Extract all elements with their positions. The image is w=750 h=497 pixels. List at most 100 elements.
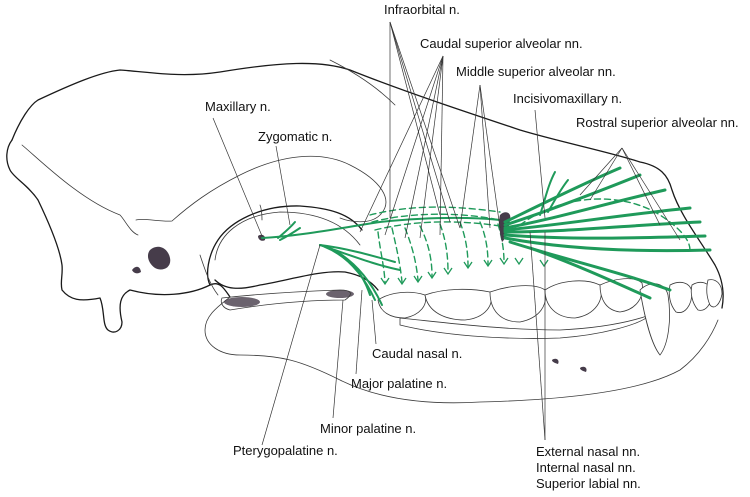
skull-outline xyxy=(6,59,724,404)
label-pterygopalatine: Pterygopalatine n. xyxy=(233,443,338,458)
nerve-alveolar-down-3 xyxy=(404,227,419,281)
cranium-inner-line xyxy=(21,144,139,236)
nerves xyxy=(261,166,712,306)
label-internal-nasal: Internal nasal nn. xyxy=(536,460,636,475)
leader-middle-sup-alv-2 xyxy=(479,84,491,229)
tooth-premolar-3 xyxy=(544,280,602,319)
label-caudal-superior-alveolar: Caudal superior alveolar nn. xyxy=(420,36,583,51)
nerve-rostral-fan-8 xyxy=(508,240,672,292)
tooth-molar-2 xyxy=(424,288,492,321)
arrowhead xyxy=(499,257,509,266)
arrowhead xyxy=(514,257,524,266)
tooth-incisor-1 xyxy=(668,281,693,313)
arrowhead xyxy=(463,261,473,270)
nerve-rostral-fan-10 xyxy=(539,171,556,216)
label-maxillary: Maxillary n. xyxy=(205,99,271,114)
nerve-alveolar-down-5 xyxy=(439,223,449,273)
tooth-incisor-3 xyxy=(706,279,723,308)
nerve-rostral-fan-4 xyxy=(503,206,692,232)
nerve-rostral-fan-5 xyxy=(503,220,702,234)
leader-maxillary xyxy=(212,117,263,237)
arrowhead xyxy=(427,271,437,280)
nerve-infraorbital-dash-1 xyxy=(369,206,501,216)
arrowhead xyxy=(539,259,549,268)
arrowhead xyxy=(483,259,493,268)
leader-infraorbital-2 xyxy=(389,21,441,216)
teeth xyxy=(377,278,723,356)
nerve-pterygopalatine-4 xyxy=(319,244,396,263)
nerve-alveolar-down-4 xyxy=(419,225,433,277)
leader-middle-sup-alv-1 xyxy=(459,84,481,229)
tooth-premolar-2 xyxy=(599,278,643,313)
nerve-pterygopalatine-5 xyxy=(319,244,401,271)
leader-incisivomaxillary xyxy=(534,109,546,219)
palate-line xyxy=(214,271,379,291)
leader-rostral-sup-alv-4 xyxy=(621,147,681,241)
skull-occipital xyxy=(6,139,231,333)
nerve-zygomatic-2 xyxy=(279,227,301,241)
label-zygomatic: Zygomatic n. xyxy=(258,129,332,144)
nasal-line xyxy=(329,59,396,106)
leader-middle-sup-alv-3 xyxy=(479,84,501,229)
nerve-rostral-fan-9 xyxy=(528,246,652,300)
nerve-alveolar-down-6 xyxy=(459,221,469,267)
nerve-alveolar-down-7 xyxy=(479,221,489,265)
tooth-molar-1 xyxy=(377,291,427,319)
incisive-marking-2 xyxy=(580,366,587,372)
leader-caudal-sup-alv-3 xyxy=(404,55,444,239)
arrowhead xyxy=(397,277,407,286)
leader-nasal-labial-1 xyxy=(529,231,546,441)
leader-minor-palatine xyxy=(332,299,344,419)
orbit-rim xyxy=(214,211,361,261)
label-incisivomaxillary: Incisivomaxillary n. xyxy=(513,91,622,106)
labels: Infraorbital n. Caudal superior alveolar… xyxy=(205,2,739,491)
label-major-palatine: Major palatine n. xyxy=(351,376,447,391)
nerve-rostral-fan-7 xyxy=(503,236,712,253)
nerve-zygomatic xyxy=(277,221,296,239)
palatine-foramen-rostral xyxy=(326,290,354,298)
leader-caudal-sup-alv-1 xyxy=(359,55,444,233)
tooth-premolar-4 xyxy=(489,285,547,323)
leader-caudal-sup-alv-2 xyxy=(384,55,444,236)
alveolar-arrowheads xyxy=(380,257,549,286)
palatine-bar xyxy=(220,289,351,311)
label-middle-superior-alveolar: Middle superior alveolar nn. xyxy=(456,64,616,79)
label-minor-palatine: Minor palatine n. xyxy=(320,421,416,436)
leader-caudal-sup-alv-4 xyxy=(419,55,444,239)
leader-infraorbital-3 xyxy=(389,21,451,223)
mandible xyxy=(204,296,719,404)
arrowhead xyxy=(380,277,390,286)
label-infraorbital: Infraorbital n. xyxy=(384,2,460,17)
leader-pterygopalatine xyxy=(261,244,321,446)
leader-zygomatic xyxy=(275,145,291,226)
label-superior-labial: Superior labial nn. xyxy=(536,476,641,491)
nerve-infraorbital-dash-2 xyxy=(371,213,501,223)
leader-infraorbital-4 xyxy=(389,21,461,229)
nerve-alveolar-down-8 xyxy=(497,223,505,263)
foramina xyxy=(132,234,587,372)
nerve-infraorbital-dash-3 xyxy=(374,221,501,231)
arrowhead xyxy=(413,275,423,284)
nerve-alveolar-down-1 xyxy=(377,231,386,283)
palatine-foramen-caudal xyxy=(224,297,260,307)
nerve-rostral-fan-1 xyxy=(503,166,622,224)
label-rostral-superior-alveolar: Rostral superior alveolar nn. xyxy=(576,115,739,130)
cranium-inner-line-2 xyxy=(135,155,387,223)
nerve-rostral-dash xyxy=(519,198,691,251)
leader-major-palatine xyxy=(355,289,363,375)
pterygoid-line xyxy=(199,254,219,296)
leader-rostral-sup-alv-3 xyxy=(621,147,661,226)
zygomatic-arch xyxy=(207,205,363,286)
leader-rostral-sup-alv-2 xyxy=(589,147,623,201)
nerve-alveolar-down-2 xyxy=(391,227,403,283)
incisive-marking-1 xyxy=(552,358,559,364)
label-caudal-nasal: Caudal nasal n. xyxy=(372,346,462,361)
leader-lines xyxy=(212,21,681,446)
label-external-nasal: External nasal nn. xyxy=(536,444,640,459)
arrowhead xyxy=(443,267,453,276)
leader-caudal-nasal xyxy=(371,299,377,345)
tympanic-opening xyxy=(147,246,171,270)
nerve-rostral-fan-6 xyxy=(503,233,707,240)
nerve-maxillary-trunk xyxy=(261,216,501,239)
